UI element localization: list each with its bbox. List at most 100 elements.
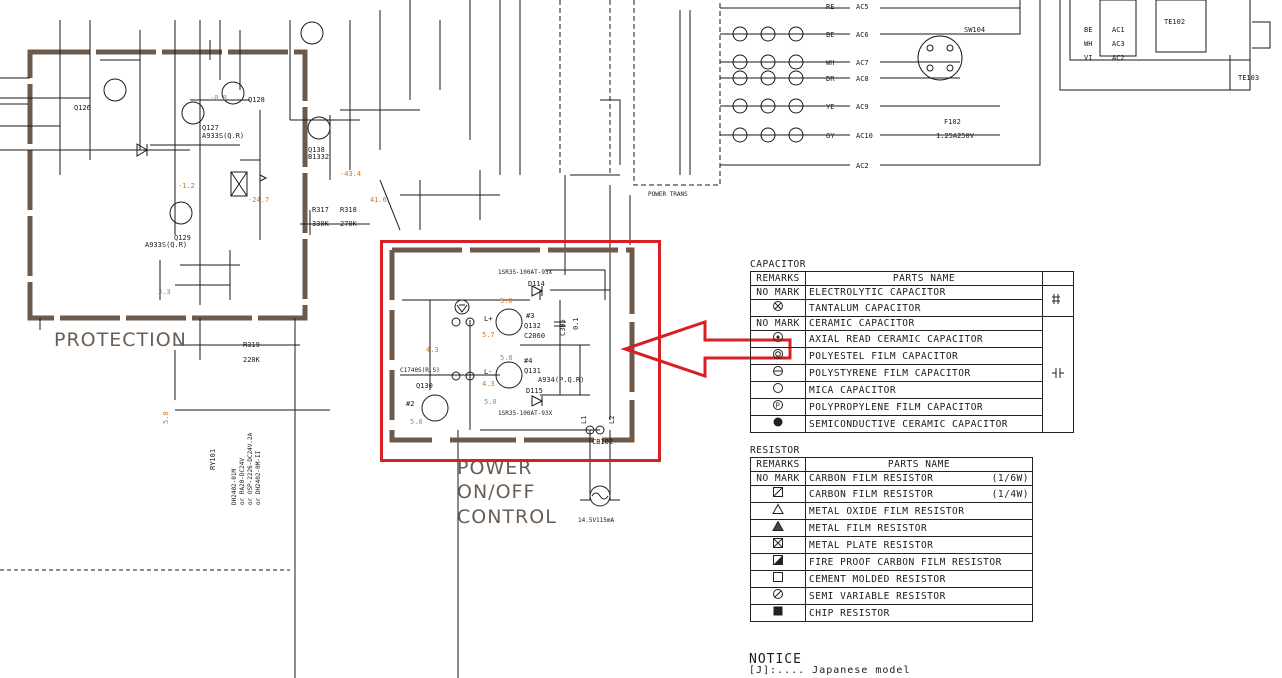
power-label-line1: POWER (457, 457, 532, 479)
ry-note-3: or OSP-2226-DC24V.2A (247, 432, 254, 505)
table-row: MICA CAPACITOR (750, 381, 1074, 399)
box-label: BE (1084, 26, 1092, 34)
power-transformer-labels: POWER TRANS RE BE WH DR YE GY AC5 AC6 AC… (648, 3, 1259, 198)
diode-type-label-2: 1SR35-100AT-93X (498, 410, 553, 417)
q127-label: Q127 (202, 124, 219, 132)
wire-color-label: YE (826, 103, 834, 111)
q129-type: A933S(Q.R) (145, 241, 187, 249)
c305-label: C305 (559, 319, 567, 336)
table-row: CARBON FILM RESISTOR(1/4W) (750, 485, 1033, 503)
circle-slash-icon (750, 587, 806, 605)
wire-color-label: DR (826, 75, 835, 83)
l2-label: L2 (608, 416, 616, 424)
ac-label: AC2 (856, 162, 869, 170)
parts-name-cell: CARBON FILM RESISTOR(1/6W) (805, 471, 1033, 486)
square-slash-icon (750, 485, 806, 503)
r318-label: R318 (340, 206, 357, 214)
voltage-label: 4.3 (482, 380, 495, 388)
box-ac-label: AC1 (1112, 26, 1125, 34)
q131-label: Q131 (524, 367, 541, 375)
q129-label: Q129 (174, 234, 191, 242)
voltage-label: 5.0 (500, 354, 513, 362)
group-cell (1042, 271, 1074, 286)
q130-pin: #2 (406, 400, 414, 408)
parts-name-cell: TANTALUM CAPACITOR (805, 299, 1043, 317)
capacitor-legend-table: REMARKS PARTS NAME NO MARK ELECTROLYTIC … (750, 271, 1074, 433)
table-row: FIRE PROOF CARBON FILM RESISTOR (750, 553, 1033, 571)
protection-board-labels: Q126 Q127 A933S(Q.R) Q128 Q129 A933S(Q.R… (54, 94, 387, 505)
d114-label: D114 (528, 280, 545, 288)
triangle-open-icon (750, 502, 806, 520)
resistor-watt: (1/6W) (991, 473, 1029, 484)
parts-name-cell: CHIP RESISTOR (805, 604, 1033, 622)
q130-type: C1740S(R.S) (400, 367, 440, 374)
q138-type: B1332 (308, 153, 329, 161)
power-label-line3: CONTROL (457, 506, 557, 528)
notice-block: NOTICE [J]:.... Japanese model (749, 652, 910, 676)
table-row: METAL OXIDE FILM RESISTOR (750, 502, 1033, 520)
wire-color-label: RE (826, 3, 834, 11)
highlight-box (380, 240, 661, 462)
table-header-row: REMARKS PARTS NAME (750, 457, 1033, 472)
q127-type: A933S(Q.R) (202, 132, 244, 140)
protection-board (0, 0, 521, 678)
square-open-icon (750, 570, 806, 588)
ac-label: AC9 (856, 103, 869, 111)
square-half-icon (750, 553, 806, 571)
fuse-rating-label: 14.5V115mA (578, 517, 615, 524)
resistor-legend: RESISTOR REMARKS PARTS NAME NO MARK CARB… (750, 445, 1033, 622)
ac-label: AC5 (856, 3, 869, 11)
cb102-label: CB102 (592, 438, 613, 446)
table-row: SEMICONDUCTIVE CERAMIC CAPACITOR (750, 415, 1074, 433)
r318-value: 270K (340, 220, 358, 228)
voltage-label: -43.4 (340, 170, 361, 178)
table-row: POLYESTEL FILM CAPACITOR (750, 347, 1074, 365)
power-label-line2: ON/OFF (457, 481, 535, 503)
q132-label: Q132 (524, 322, 541, 330)
parts-name-cell: METAL PLATE RESISTOR (805, 536, 1033, 554)
parts-name-cell: CARBON FILM RESISTOR(1/4W) (805, 485, 1033, 503)
f102-label: F102 (944, 118, 961, 126)
axial-ceramic-symbol-icon (750, 330, 806, 348)
l-minus-label: L- (484, 368, 492, 376)
table-row: AXIAL READ CERAMIC CAPACITOR (750, 330, 1074, 348)
sw104-label: SW104 (964, 26, 985, 34)
remark-cell: NO MARK (750, 471, 806, 486)
remark-cell: NO MARK (750, 316, 806, 331)
r317-label: R317 (312, 206, 329, 214)
box-ac-label: AC2 (1112, 54, 1125, 62)
parts-name-cell: ELECTROLYTIC CAPACITOR (805, 285, 1043, 300)
voltage-label: 3.3 (158, 288, 171, 296)
notice-title: NOTICE (749, 652, 802, 667)
parts-name-cell: POLYESTEL FILM CAPACITOR (805, 347, 1043, 365)
parts-name-header: PARTS NAME (805, 271, 1043, 286)
diode-type-label: 1SR35-100AT-93X (498, 269, 553, 276)
voltage-label: 41.6 (370, 196, 387, 204)
q131-type: A934(P.Q.R) (538, 376, 584, 384)
power-control-board (389, 247, 635, 507)
tantalum-symbol-icon (750, 299, 806, 317)
r319-label: R319 (243, 341, 260, 349)
ry-note-2: or RA20-DC24V (239, 458, 246, 505)
protection-label: PROTECTION (54, 329, 187, 351)
table-header-row: REMARKS PARTS NAME (750, 271, 1074, 286)
table-row: CHIP RESISTOR (750, 604, 1033, 622)
voltage-label: -0.8 (210, 94, 227, 102)
polyester-symbol-icon (750, 347, 806, 365)
table-row: SEMI VARIABLE RESISTOR (750, 587, 1033, 605)
remark-cell: NO MARK (750, 285, 806, 300)
parts-name-cell: AXIAL READ CERAMIC CAPACITOR (805, 330, 1043, 348)
voltage-label: 5.0 (500, 297, 513, 305)
voltage-label: -1.2 (178, 182, 195, 190)
triangle-filled-icon (750, 519, 806, 537)
table-row: P POLYPROPYLENE FILM CAPACITOR (750, 398, 1074, 416)
ry-note-4: or DH2402-0M-II (255, 450, 262, 505)
svg-text:P: P (776, 402, 781, 410)
voltage-label: 4.3 (426, 346, 439, 354)
power-trans-label: POWER TRANS (648, 191, 688, 198)
ceramic-symbol-icon (1042, 316, 1074, 433)
connector-circles (732, 26, 804, 143)
parts-name-cell: POLYSTYRENE FILM CAPACITOR (805, 364, 1043, 382)
electrolytic-symbol-icon (1042, 285, 1074, 317)
